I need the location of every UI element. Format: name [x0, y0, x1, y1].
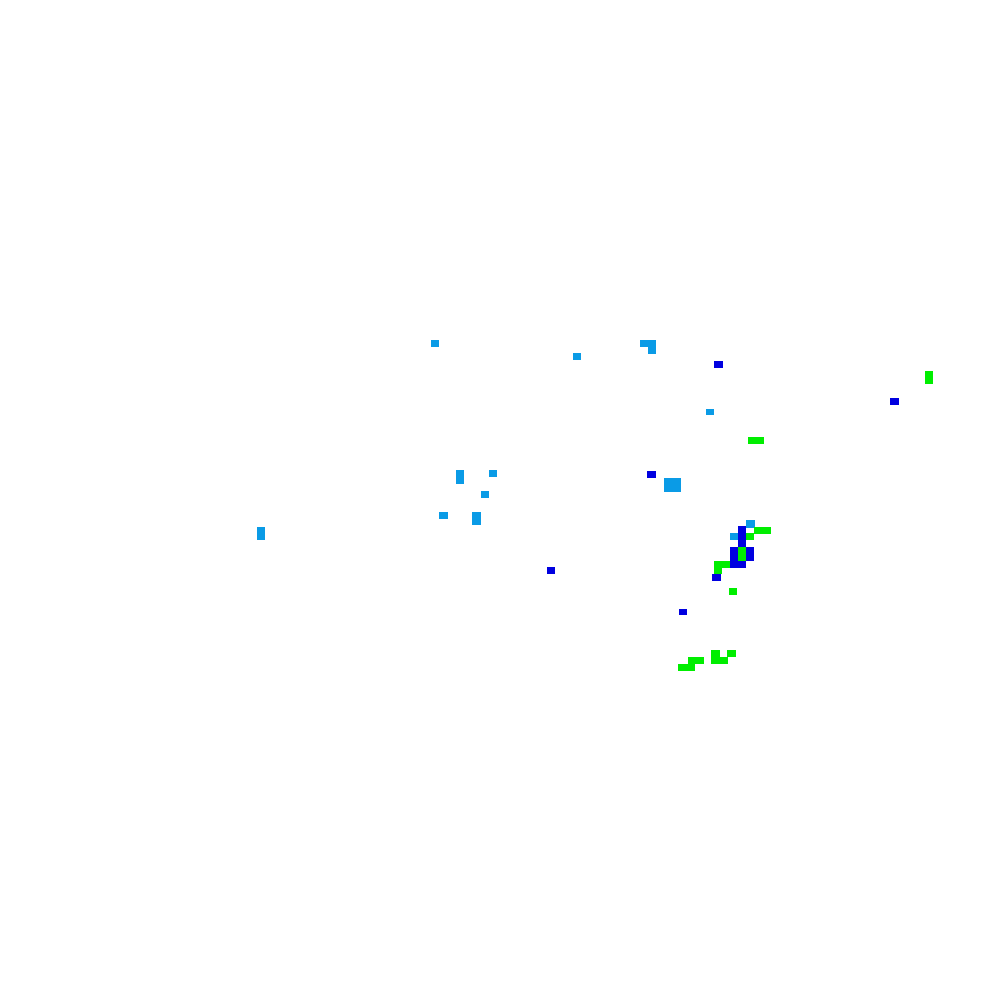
green-cell [925, 371, 933, 384]
dark-blue-cell [714, 361, 723, 368]
light-blue-cell [648, 347, 656, 354]
light-blue-cell [573, 353, 581, 360]
light-blue-cell [431, 340, 439, 347]
green-cell [711, 650, 720, 658]
dark-blue-cell [730, 547, 739, 561]
dark-blue-cell [547, 567, 555, 574]
green-cell [748, 437, 764, 444]
green-cell [714, 568, 722, 574]
light-blue-cell [706, 409, 714, 415]
green-cell [711, 657, 728, 664]
green-cell [738, 547, 746, 561]
green-cell [688, 657, 704, 664]
light-blue-cell [640, 340, 656, 347]
light-blue-cell [456, 470, 464, 484]
dark-blue-cell [746, 547, 754, 561]
light-blue-cell [664, 478, 681, 492]
green-cell [746, 533, 754, 540]
light-blue-cell [472, 512, 481, 525]
green-cell [729, 588, 737, 595]
dark-blue-cell [730, 561, 746, 568]
green-cell [754, 527, 771, 534]
dark-blue-cell [738, 526, 746, 547]
light-blue-cell [439, 512, 448, 519]
dark-blue-cell [890, 398, 899, 405]
light-blue-cell [257, 527, 265, 540]
light-blue-cell [730, 533, 738, 540]
light-blue-cell [489, 470, 497, 477]
light-blue-cell [481, 491, 489, 498]
green-cell [678, 664, 695, 671]
green-cell [727, 650, 736, 657]
light-blue-cell [746, 520, 755, 528]
green-cell [714, 561, 730, 568]
dark-blue-cell [679, 609, 687, 615]
dark-blue-cell [647, 471, 656, 478]
dark-blue-cell [712, 574, 721, 581]
